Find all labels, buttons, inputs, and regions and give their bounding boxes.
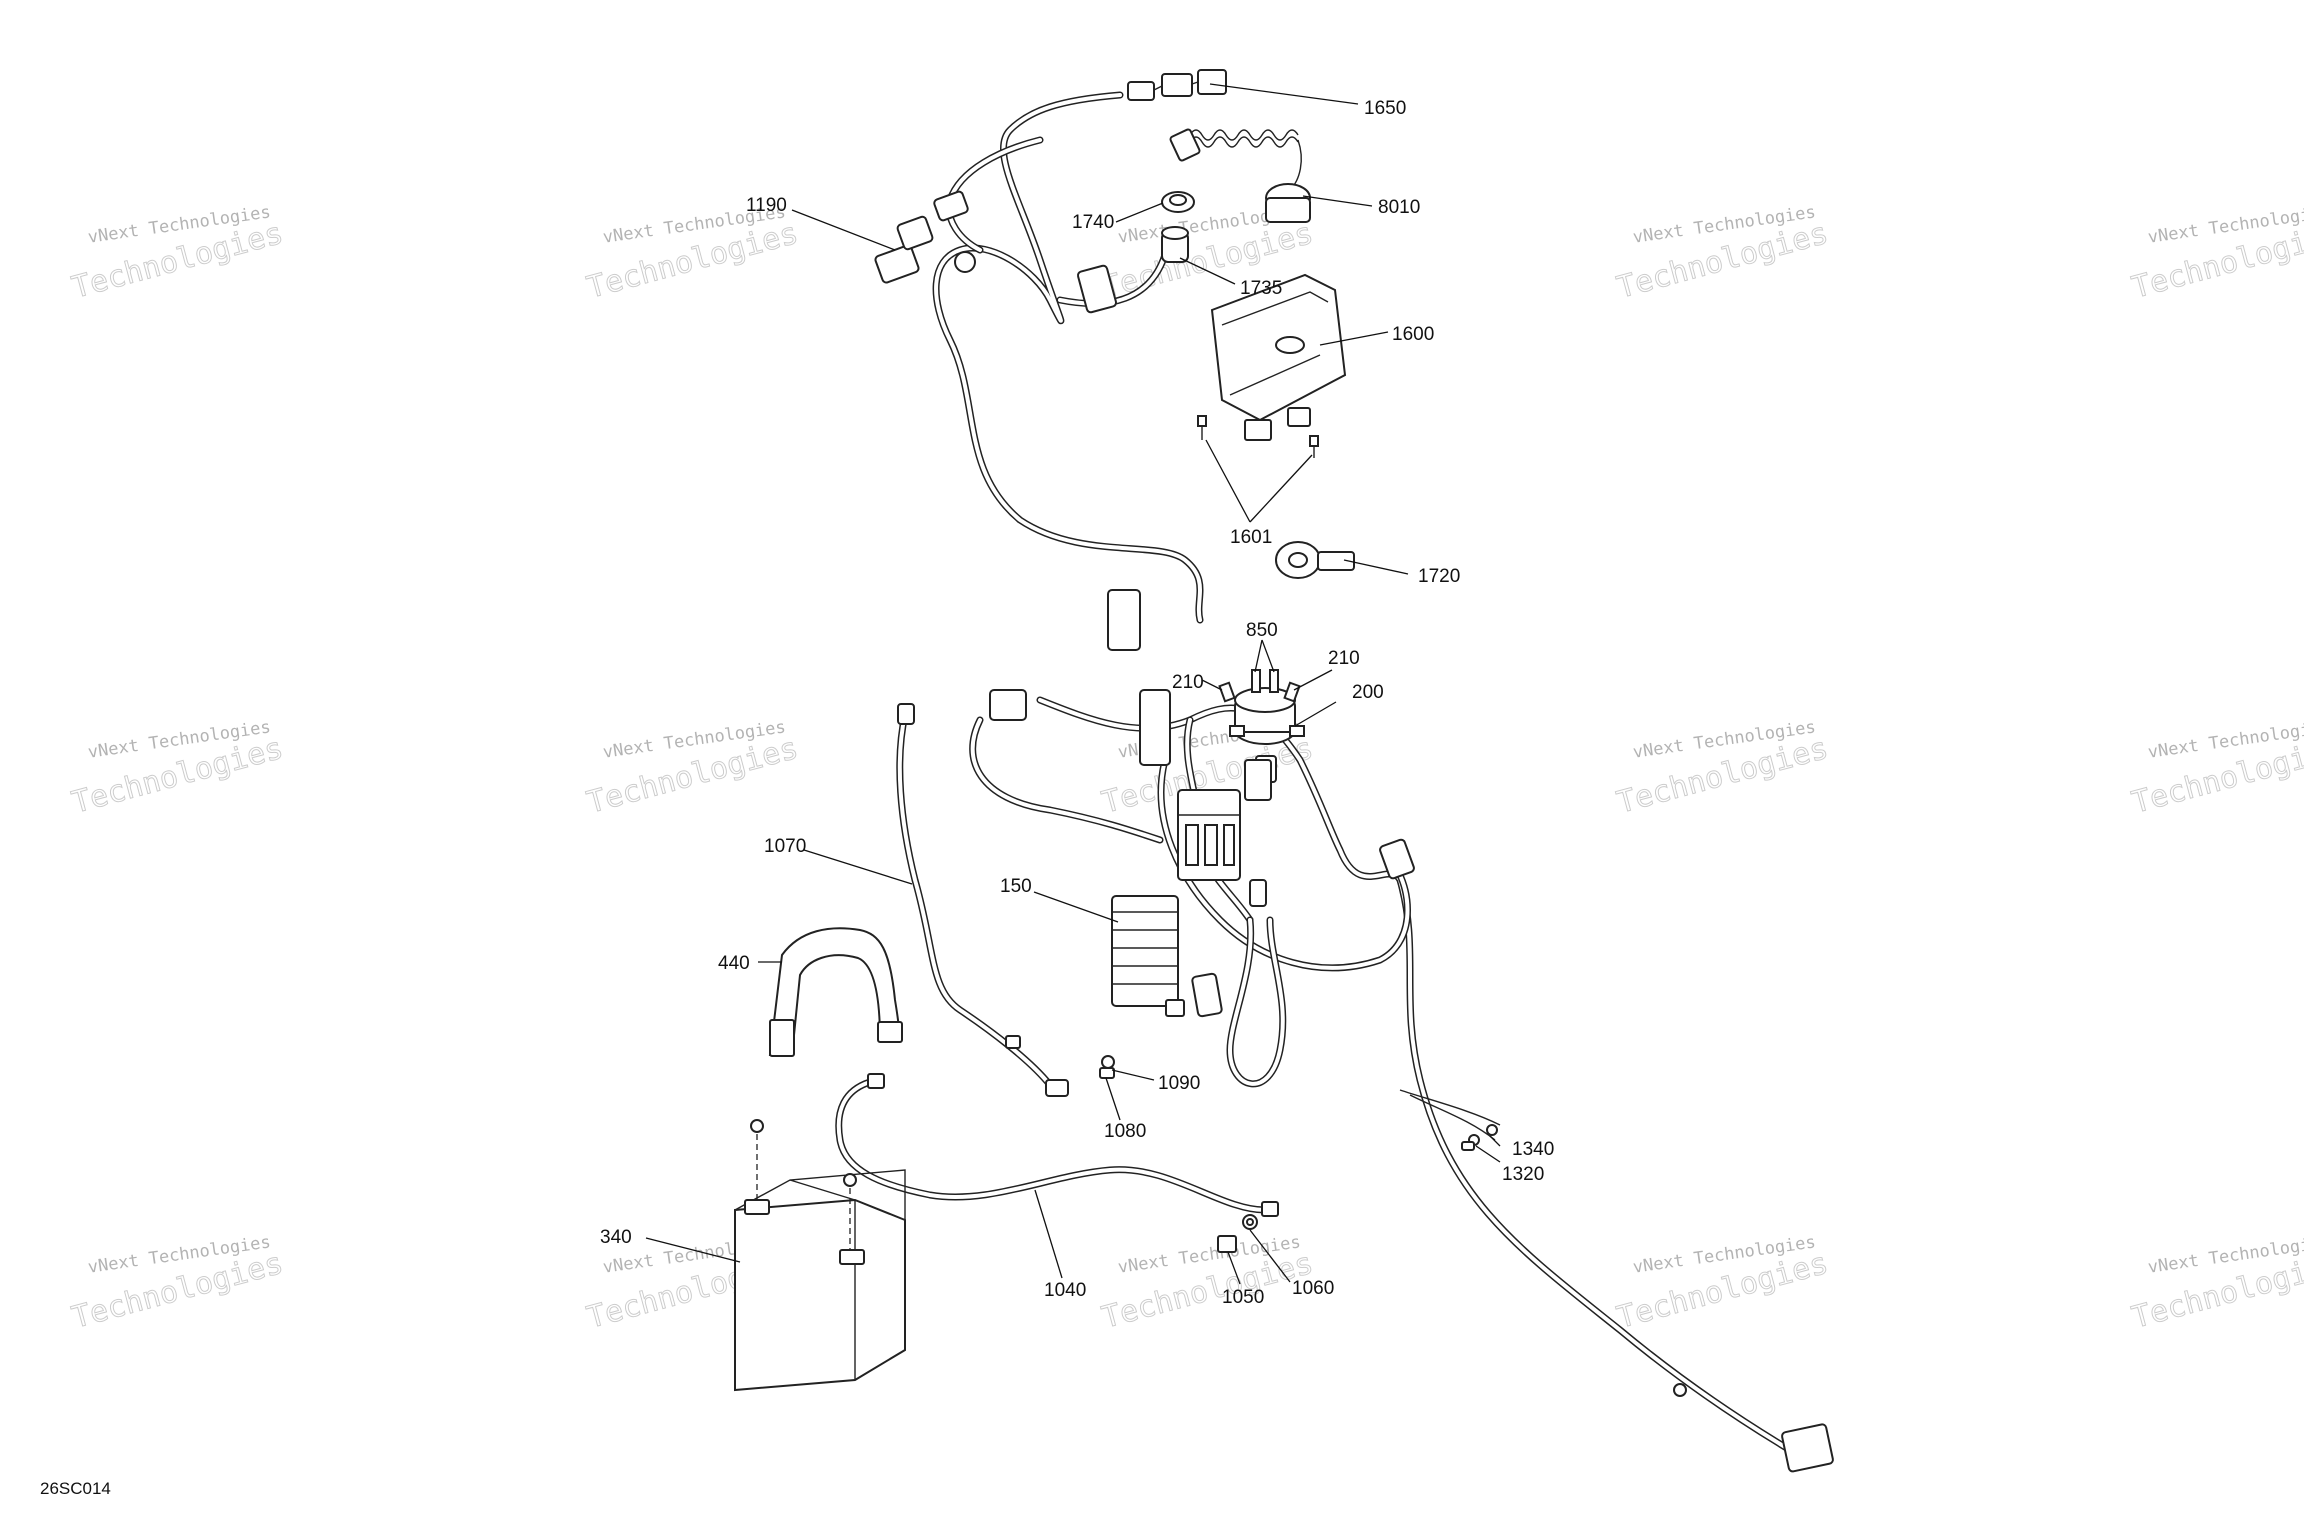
callout-1080: 1080 [1104, 1121, 1146, 1142]
leader-lines [645, 83, 1501, 1285]
grommet-1740 [1161, 191, 1195, 213]
callout-1650: 1650 [1364, 98, 1406, 119]
grommet-1720 [1275, 541, 1355, 579]
callout-1720: 1720 [1418, 566, 1460, 587]
fasteners-1320-1340 [1461, 1124, 1498, 1151]
callout-440: 440 [718, 953, 750, 974]
fasteners-1050-1060 [1217, 1214, 1258, 1253]
callout-1320: 1320 [1502, 1164, 1544, 1185]
callout-210-right: 210 [1328, 648, 1360, 669]
callout-150: 150 [1000, 876, 1032, 897]
callout-8010: 8010 [1378, 197, 1420, 218]
coil-cord-8010 [1169, 128, 1311, 223]
callout-labels: 1650 1190 1740 8010 1735 1600 1601 1720 … [600, 98, 1554, 1308]
callout-1340: 1340 [1512, 1139, 1554, 1160]
switch-1735 [1161, 226, 1189, 263]
connector-1650 [1127, 69, 1227, 101]
callout-1060: 1060 [1292, 1278, 1334, 1299]
callout-1040: 1040 [1044, 1280, 1086, 1301]
main-wiring-harness [932, 91, 1794, 1454]
harness-connectors [989, 264, 1834, 1473]
cable-1070 [896, 703, 1069, 1097]
callout-340: 340 [600, 1227, 632, 1248]
solenoid-200 [1218, 669, 1305, 745]
relay-block [1177, 759, 1272, 881]
strap-440 [768, 927, 903, 1057]
regulator-150 [1111, 895, 1185, 1017]
callout-1050: 1050 [1222, 1287, 1264, 1308]
callout-200: 200 [1352, 682, 1384, 703]
fasteners-1080-1090 [1099, 1055, 1115, 1079]
callout-210-left: 210 [1172, 672, 1204, 693]
callout-1740: 1740 [1072, 212, 1114, 233]
callout-1600: 1600 [1392, 324, 1434, 345]
connector-1190 [874, 190, 976, 284]
callout-850: 850 [1246, 620, 1278, 641]
callout-1070: 1070 [764, 836, 806, 857]
callout-1735: 1735 [1240, 278, 1282, 299]
callout-1190: 1190 [746, 195, 787, 216]
callout-1601: 1601 [1230, 527, 1272, 548]
callout-1090: 1090 [1158, 1073, 1200, 1094]
cable-1040 [835, 1073, 1279, 1217]
figure-code: 26SC014 [40, 1479, 111, 1498]
battery-340 [734, 1119, 906, 1392]
module-1600 [1197, 273, 1347, 458]
